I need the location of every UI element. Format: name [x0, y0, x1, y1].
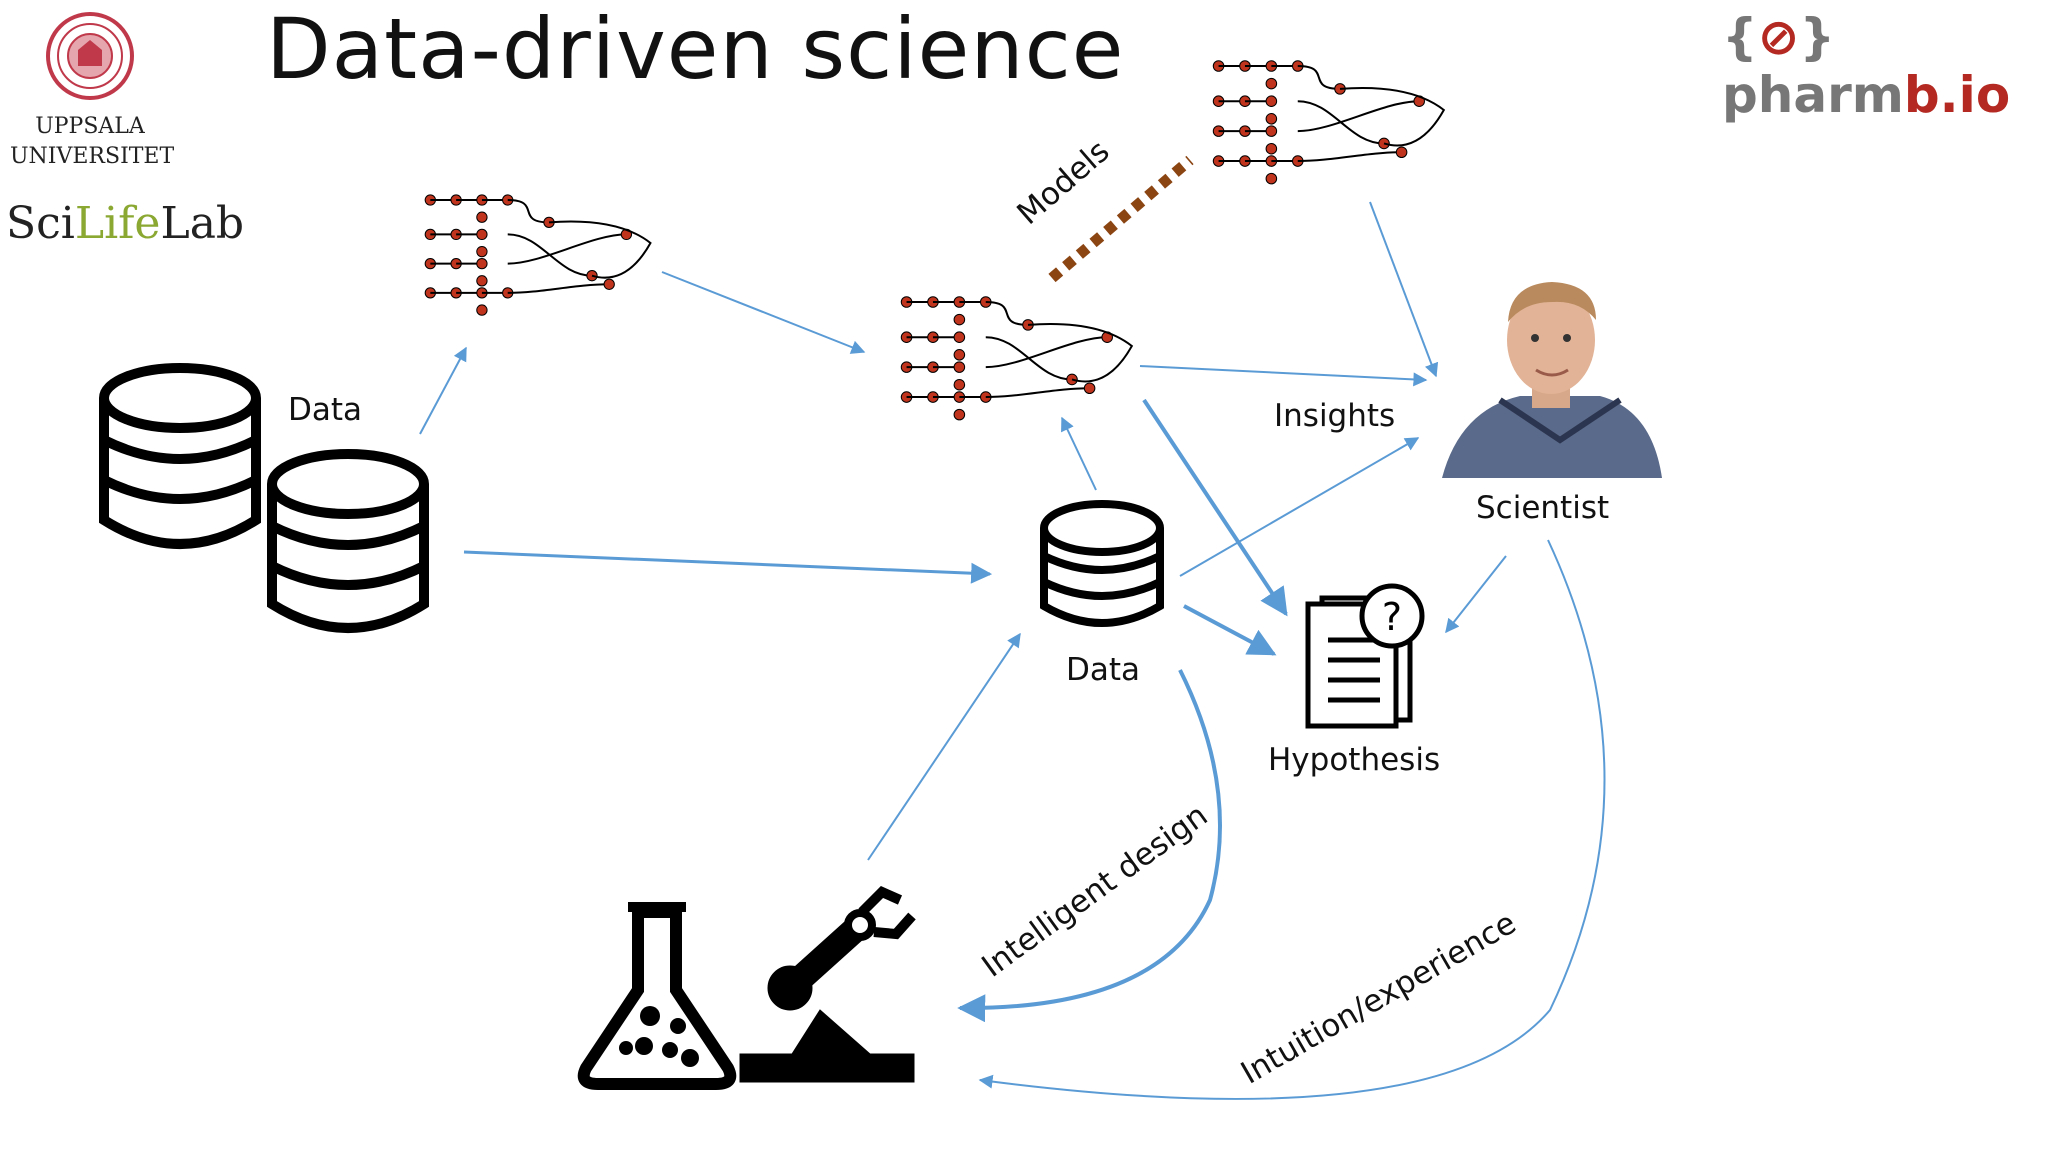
nn-node: [953, 378, 966, 391]
robot-arm-icon: [739, 886, 916, 1083]
uppsala-line1: UPPSALA: [35, 114, 145, 139]
scilifelab-part-b: Life: [74, 198, 161, 249]
arrow-data-to-insights: [1179, 437, 1420, 577]
nn-node: [953, 313, 966, 326]
pharmbio-link-icon: ⊘: [1757, 8, 1800, 66]
models-dashed-line: [1048, 155, 1194, 283]
arrow-intelligent-design: [957, 669, 1222, 1023]
arrow-database-to-center-data: [463, 550, 993, 584]
label-data-left: Data: [288, 392, 363, 428]
nn-node: [1265, 113, 1278, 125]
database-icon-left-back: [99, 363, 261, 549]
arrow-model-center-to-scientist: [1139, 365, 1428, 387]
arrow-data-to-hypothesis: [1183, 604, 1277, 656]
arrow-data-to-model-left: [419, 346, 467, 435]
neural-network-icon-left: [424, 194, 652, 316]
uppsala-line2: UNIVERSITET: [10, 144, 175, 169]
nn-node: [476, 275, 488, 287]
pharmbio-part-b: b.io: [1903, 66, 2011, 124]
hypothesis-question-mark: ?: [1382, 595, 1402, 639]
nn-node: [1265, 77, 1278, 90]
nn-node: [953, 331, 966, 343]
document-question-icon: [1305, 583, 1425, 729]
nn-node: [1265, 142, 1278, 155]
arrow-lab-to-data: [867, 632, 1021, 861]
nn-node: [1395, 146, 1408, 159]
pharmbio-part-a: pharm: [1722, 66, 1904, 124]
pharmbio-brace-open: {: [1722, 8, 1758, 66]
label-insights: Insights: [1274, 398, 1396, 434]
arrow-intuition-experience: [978, 539, 1606, 1100]
database-icon-center: [1040, 500, 1164, 627]
label-scientist: Scientist: [1476, 490, 1610, 526]
nn-node: [1265, 95, 1278, 107]
arrow-model-left-to-center: [661, 271, 866, 354]
flask-icon: [577, 902, 737, 1090]
nn-node: [476, 245, 488, 258]
pharmbio-brace-close: }: [1799, 8, 1836, 66]
label-hypothesis: Hypothesis: [1268, 742, 1441, 778]
nn-node: [953, 349, 966, 361]
uppsala-logo: UPPSALA UNIVERSITET: [10, 112, 175, 172]
nn-node: [603, 278, 615, 290]
uppsala-seal-icon: [46, 12, 134, 100]
neural-network-icon-center: [900, 296, 1134, 421]
arrow-model-top-to-scientist: [1369, 201, 1439, 378]
nn-node: [1265, 125, 1278, 137]
nn-node: [953, 408, 966, 421]
nn-node: [476, 257, 488, 270]
pharmbio-logo: {⊘} pharmb.io: [1722, 8, 2048, 124]
slide-title: Data-driven science: [266, 0, 1125, 98]
nn-node: [476, 228, 488, 241]
scilifelab-part-a: Sci: [6, 198, 75, 249]
nn-node: [953, 361, 966, 373]
arrow-data-to-model-center: [1061, 416, 1097, 491]
label-data-center: Data: [1066, 652, 1141, 688]
database-icon-left-front: [267, 449, 429, 633]
arrow-model-center-to-hypothesis: [1142, 398, 1288, 617]
scientist-photo: [1440, 282, 1664, 478]
nn-node: [1083, 382, 1096, 395]
nn-node: [1265, 172, 1278, 185]
neural-network-icon-top: [1212, 60, 1446, 185]
nn-node: [476, 211, 488, 223]
scilifelab-logo: SciLifeLab: [6, 198, 244, 249]
arrow-scientist-to-hypothesis: [1445, 555, 1507, 634]
nn-node: [476, 304, 488, 316]
scilifelab-part-c: Lab: [160, 198, 245, 249]
